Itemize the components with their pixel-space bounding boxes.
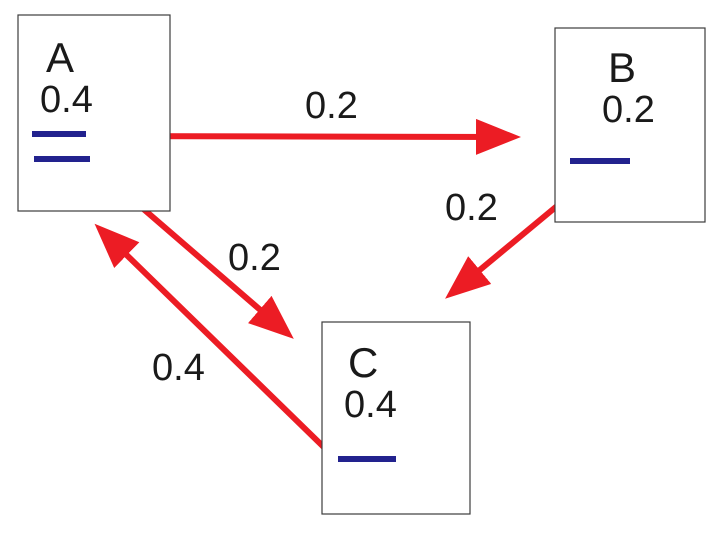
edge-C-A-weight: 0.4 bbox=[152, 347, 205, 389]
node-C: C 0.4 bbox=[321, 321, 471, 515]
node-B-label: B bbox=[608, 44, 636, 91]
node-C-label: C bbox=[348, 339, 378, 386]
edge-B-C-weight: 0.2 bbox=[445, 187, 498, 229]
node-A-value: 0.4 bbox=[40, 79, 93, 121]
edge-C-A-arrow bbox=[94, 223, 339, 462]
node-A: A 0.4 bbox=[17, 14, 171, 212]
node-A-box bbox=[17, 14, 171, 212]
node-C-value: 0.4 bbox=[344, 384, 397, 426]
node-B-box bbox=[554, 27, 706, 223]
node-C-box bbox=[321, 321, 471, 515]
node-A-label: A bbox=[46, 34, 74, 81]
edges-layer: 0.2 0.2 0.2 0.4 bbox=[83, 85, 600, 462]
edge-A-C-weight: 0.2 bbox=[228, 237, 281, 279]
node-B: B 0.2 bbox=[554, 27, 706, 223]
node-B-value: 0.2 bbox=[602, 89, 655, 131]
edge-A-B-weight: 0.2 bbox=[305, 85, 358, 127]
